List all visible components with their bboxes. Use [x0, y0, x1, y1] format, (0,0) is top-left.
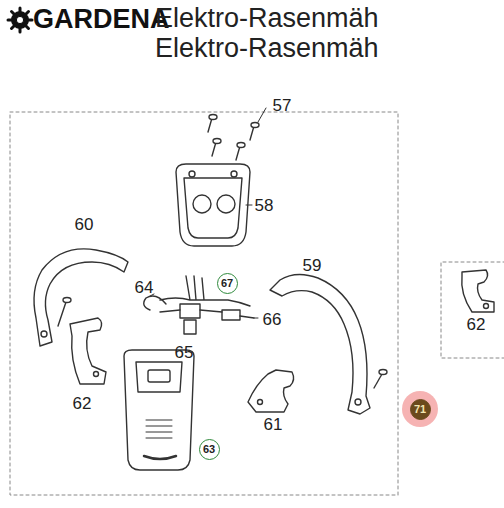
callout-number: 59: [303, 257, 322, 274]
callout-number: 66: [263, 311, 282, 328]
callout-circle: 63: [199, 439, 220, 460]
bracket: [462, 270, 494, 312]
highlight-halo: [402, 391, 438, 427]
callout-number: 62: [467, 316, 486, 333]
callout-number: 57: [273, 97, 292, 114]
product-title: Elektro-Rasenmäh: [155, 5, 379, 32]
callout-number: 62: [73, 395, 92, 412]
callout-number: 58: [255, 197, 274, 214]
brand-logo: GARDENA: [33, 6, 170, 33]
bracket: [248, 370, 294, 412]
callout-number: 67: [221, 277, 233, 289]
cover-plate: [176, 164, 252, 246]
group-frame: [10, 112, 398, 495]
product-title: Elektro-Rasenmäh: [155, 35, 379, 62]
callout-number: 64: [135, 279, 154, 296]
screws: [208, 108, 266, 160]
callout-number: 71: [414, 403, 426, 415]
switch-cable: [144, 276, 258, 334]
bracket: [70, 318, 106, 384]
callout-circle: 71: [410, 399, 431, 420]
callout-number: 65: [175, 344, 194, 361]
callout-circle: 67: [217, 273, 238, 294]
callout-number: 60: [75, 216, 94, 233]
group-frame: [441, 262, 504, 358]
right-handle: [270, 274, 387, 414]
callout-number: 61: [264, 416, 283, 433]
switch-housing: [124, 350, 194, 470]
logo-icon: [8, 8, 32, 32]
callout-number: 63: [203, 443, 215, 455]
